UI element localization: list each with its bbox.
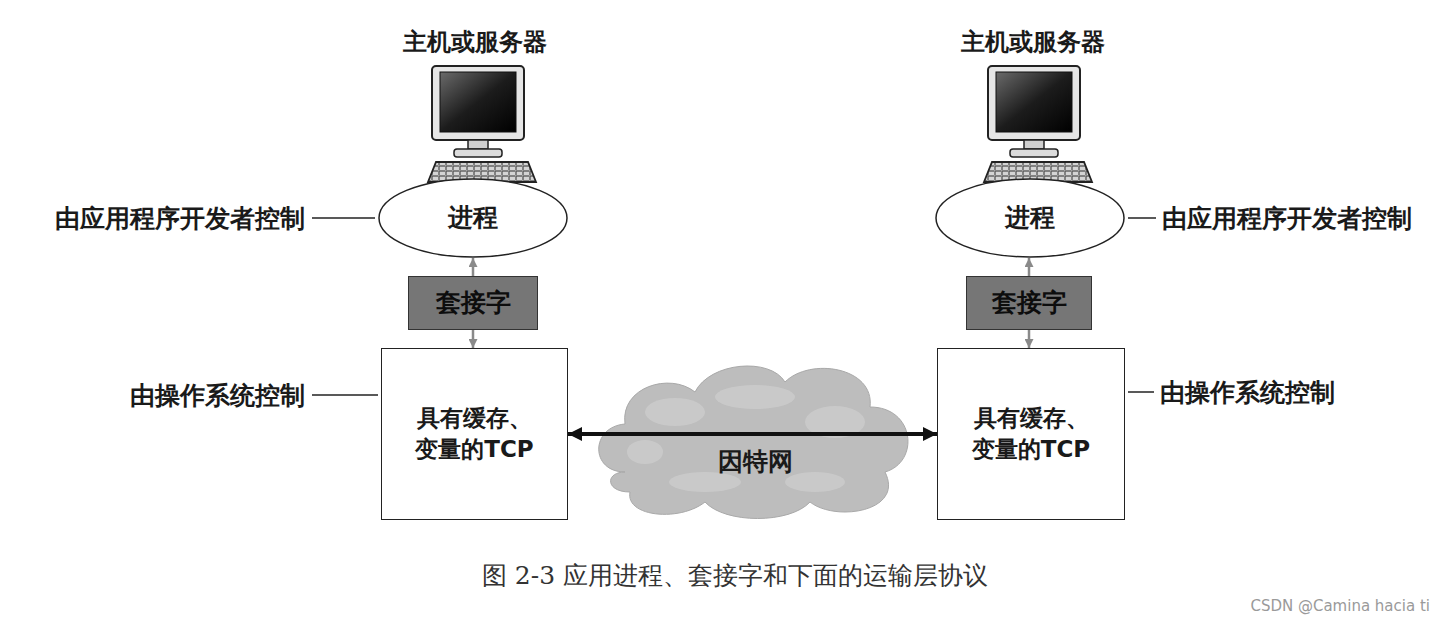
node-text: 进程 (1005, 201, 1055, 235)
cloud-shape (599, 366, 908, 519)
node-text: 因特网 (718, 445, 793, 479)
cloud-texture (715, 385, 795, 409)
control-label: 由应用程序开发者控制 (1162, 202, 1412, 235)
host-label: 主机或服务器 (961, 26, 1105, 58)
node-text: 具有缓存、 变量的TCP (964, 403, 1099, 465)
process-ellipse: 进程 (378, 178, 568, 258)
computer-icon (984, 66, 1092, 182)
node-text: 具有缓存、 变量的TCP (407, 403, 542, 465)
data-arrow (1028, 330, 1031, 348)
leader-line (312, 217, 375, 219)
control-label: 由操作系统控制 (130, 379, 305, 412)
data-arrow (472, 258, 475, 276)
tcp-box: 具有缓存、 变量的TCP (937, 348, 1125, 520)
control-label: 由应用程序开发者控制 (55, 202, 305, 235)
node-text: 套接字 (436, 286, 511, 320)
figure-caption: 图 2-3 应用进程、套接字和下面的运输层协议 (482, 559, 988, 592)
node-text: 进程 (448, 201, 498, 235)
cloud-texture (645, 398, 705, 426)
computer-icon (428, 66, 536, 182)
leader-line (1128, 391, 1154, 393)
data-arrow (1028, 258, 1031, 276)
cloud-texture (805, 406, 865, 438)
control-label: 由操作系统控制 (1160, 376, 1335, 409)
network-arrow (568, 432, 937, 436)
data-arrow (472, 330, 475, 348)
tcp-box: 具有缓存、 变量的TCP (381, 348, 568, 520)
leader-line (312, 394, 378, 396)
socket-box: 套接字 (408, 276, 538, 330)
ellipse-shape (379, 179, 567, 257)
process-ellipse: 进程 (935, 178, 1125, 258)
cloud-texture (627, 440, 663, 464)
watermark: CSDN @Camina hacia ti (1250, 597, 1430, 615)
cloud-outline (585, 352, 925, 522)
internet-cloud: 因特网 (585, 352, 925, 522)
leader-line (1128, 217, 1156, 219)
cloud-texture (785, 472, 845, 492)
ellipse-shape (936, 179, 1124, 257)
node-text: 套接字 (992, 286, 1067, 320)
host-label: 主机或服务器 (403, 26, 547, 58)
socket-box: 套接字 (966, 276, 1092, 330)
